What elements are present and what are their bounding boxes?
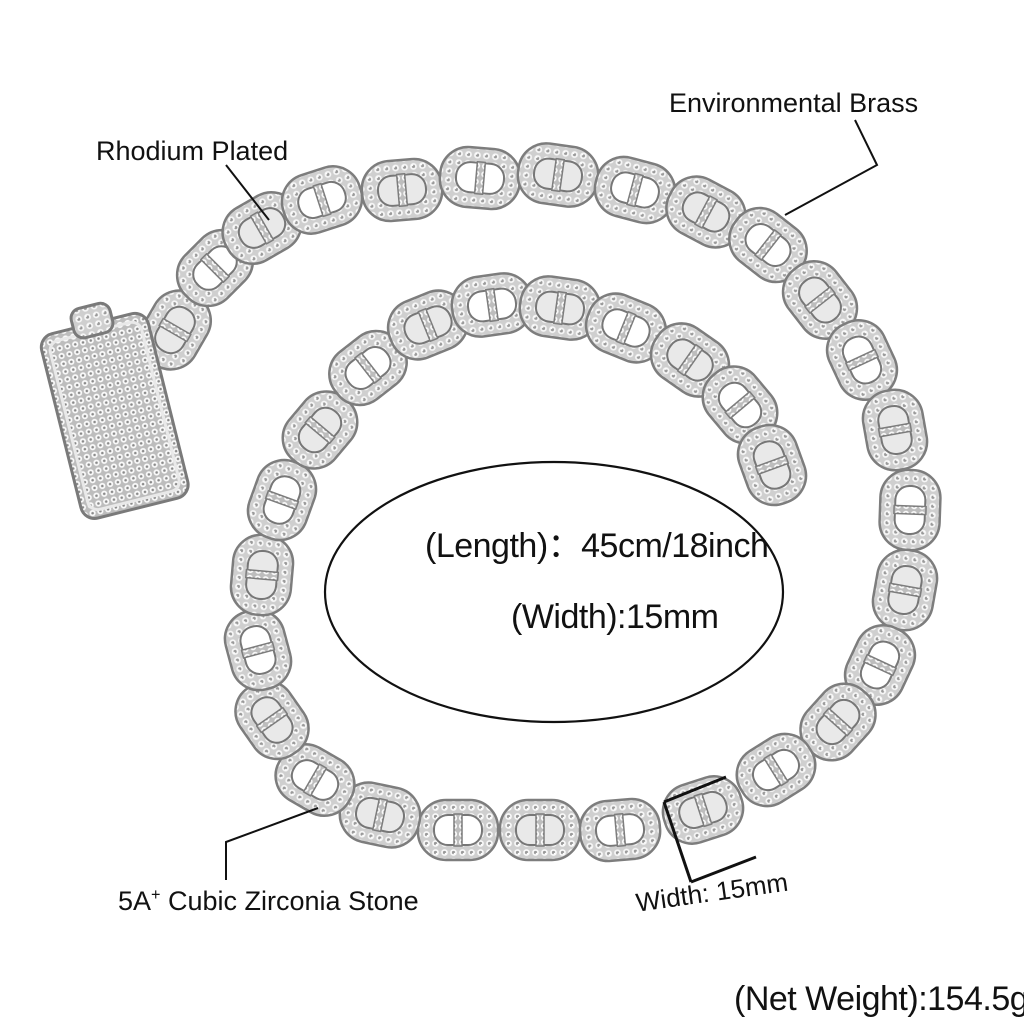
chain-link [665, 175, 747, 249]
leader-line-rhodium [225, 164, 270, 221]
chain-link [871, 548, 939, 632]
chain-link [229, 533, 295, 617]
chain-link [360, 157, 444, 223]
chain-link [584, 292, 668, 364]
chain-link [661, 775, 745, 845]
chain-link [246, 458, 318, 542]
chain-link [281, 390, 359, 470]
rhodium-plated-label: Rhodium Plated [96, 136, 289, 166]
chain-link [843, 624, 917, 706]
chain-link [518, 275, 602, 341]
chain-link [799, 682, 877, 762]
box-clasp [39, 301, 190, 520]
leader-line-stone [225, 807, 319, 880]
chain-link [416, 798, 500, 862]
net-weight-spec: (Net Weight):154.5g [734, 980, 1024, 1018]
chain-link [280, 165, 364, 235]
chain-link [736, 423, 808, 507]
chain-link [578, 797, 662, 863]
chain-link [735, 732, 817, 808]
width-spec: (Width):15mm [511, 598, 719, 636]
stone-grade-plus: + [151, 886, 161, 904]
length-spec: (Length)：45cm/18inch [425, 527, 769, 565]
chain-link [861, 388, 929, 472]
chain-link [781, 260, 859, 340]
chain-link [274, 743, 356, 817]
chain-link [825, 319, 899, 401]
chain-link [234, 679, 310, 761]
width-bracket [662, 775, 757, 884]
chain-link [328, 329, 408, 407]
stone-grade: 5A [118, 886, 152, 916]
leader-line-brass [784, 119, 879, 216]
chain-link [701, 365, 779, 445]
spec-ellipse [323, 460, 785, 724]
chain-link [223, 608, 293, 692]
environmental-brass-label: Environmental Brass [669, 88, 919, 118]
stone-name: Cubic Zirconia Stone [160, 886, 419, 916]
chain-link [450, 272, 534, 338]
chain-link [138, 289, 212, 371]
chain-link [516, 142, 600, 208]
chain-link [878, 468, 942, 552]
chain-link [386, 289, 470, 361]
chain-link [728, 206, 808, 284]
chain-link [498, 798, 582, 862]
chain-link [338, 781, 422, 849]
chain-link [438, 145, 522, 211]
bracelet-chain [138, 142, 942, 863]
cubic-zirconia-label: 5A+ Cubic Zirconia Stone [118, 886, 419, 917]
